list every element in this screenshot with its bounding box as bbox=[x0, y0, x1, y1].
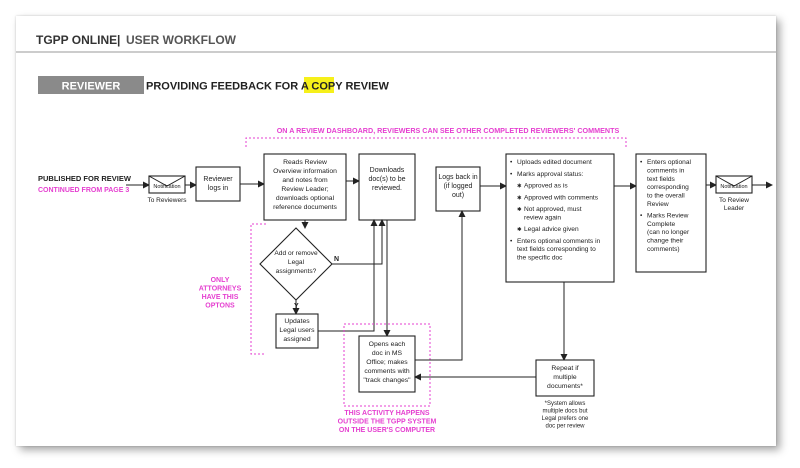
approval-item-line: review again bbox=[524, 214, 561, 221]
final-item-line: change their bbox=[647, 238, 684, 245]
arrow-decision-no bbox=[332, 219, 386, 265]
approval-bullet: ✱ bbox=[517, 226, 522, 233]
approval-item-line: Not approved, must bbox=[524, 206, 582, 213]
step-logs-in bbox=[195, 166, 241, 202]
final-item-line: text fields bbox=[647, 176, 676, 183]
approval-bullet: • bbox=[510, 238, 513, 245]
step-updates-legal bbox=[275, 313, 319, 349]
final-item-line: Review bbox=[647, 201, 669, 208]
envelope-in-flap bbox=[148, 175, 186, 187]
banner-title: PROVIDING FEEDBACK FOR A COPY REVIEW bbox=[146, 81, 389, 93]
header-app: TGPP ONLINE bbox=[36, 33, 117, 47]
final-item-line: Marks Review bbox=[647, 212, 689, 219]
notification-in-caption: To Reviewers bbox=[147, 197, 187, 204]
banner-title-post: REVIEW bbox=[342, 81, 389, 93]
banner-title-highlight: COPY bbox=[311, 81, 343, 93]
start-label: PUBLISHED FOR REVIEW bbox=[38, 174, 132, 183]
continued-note: CONTINUED FROM PAGE 3 bbox=[38, 187, 129, 194]
approval-bullet: ✱ bbox=[517, 194, 522, 201]
copy-highlight bbox=[304, 77, 334, 93]
approval-bullet: • bbox=[510, 171, 513, 178]
final-item-line: (can no longer bbox=[647, 229, 690, 236]
arrow-updates-downloads bbox=[318, 219, 378, 332]
arrow-opens-logsback bbox=[415, 210, 466, 361]
final-item-line: Complete bbox=[647, 221, 676, 228]
approval-item-line: Approved as is bbox=[524, 183, 568, 190]
approval-item-line: Marks approval status: bbox=[517, 171, 583, 178]
header-separator: | bbox=[117, 33, 120, 47]
workflow-sheet: TGPP ONLINE | USER WORKFLOW REVIEWER PRO… bbox=[16, 16, 776, 446]
dashboard-note: ON A REVIEW DASHBOARD, REVIEWERS CAN SEE… bbox=[277, 126, 620, 135]
approval-item-line: the specific doc bbox=[517, 254, 563, 261]
notification-out-label: Notification bbox=[720, 184, 747, 190]
final-bullet: • bbox=[640, 212, 643, 219]
banner-title-pre: PROVIDING FEEDBACK FOR A bbox=[146, 81, 311, 93]
step-opens-doc bbox=[358, 335, 416, 393]
final-item-line: to the overall bbox=[647, 193, 685, 200]
approval-item-line: Uploads edited document bbox=[517, 159, 592, 166]
header-section: USER WORKFLOW bbox=[126, 33, 237, 47]
step-final bbox=[635, 153, 707, 273]
final-item-line: comments) bbox=[647, 246, 680, 253]
role-badge bbox=[38, 76, 144, 94]
step-logs-back-in bbox=[435, 166, 481, 212]
final-item-line: Enters optional bbox=[647, 159, 692, 166]
role-label: REVIEWER bbox=[62, 81, 121, 93]
approval-bullet: ✱ bbox=[517, 183, 522, 190]
step-approval bbox=[505, 153, 615, 283]
approval-bullet: ✱ bbox=[517, 206, 522, 213]
attorney-bracket bbox=[250, 223, 266, 355]
workflow-diagram: TGPP ONLINE | USER WORKFLOW REVIEWER PRO… bbox=[16, 33, 776, 434]
final-item-line: corresponding bbox=[647, 184, 689, 191]
envelope-out-flap bbox=[715, 175, 753, 187]
final-bullet: • bbox=[640, 159, 643, 166]
notification-in-label: Notification bbox=[153, 184, 180, 190]
dashboard-bracket bbox=[245, 137, 627, 147]
decision-no-label: N bbox=[334, 256, 339, 263]
final-item-line: comments in bbox=[647, 167, 685, 174]
approval-item-line: Enters optional comments in bbox=[517, 238, 601, 245]
step-downloads bbox=[358, 153, 416, 221]
approval-list: • Uploads edited document • Marks approval … bbox=[510, 159, 601, 261]
step-reads-review bbox=[263, 153, 347, 221]
step-repeat bbox=[535, 359, 595, 397]
approval-item-line: Legal advice given bbox=[524, 226, 579, 233]
approval-bullet: • bbox=[510, 159, 513, 166]
approval-item-line: Approved with comments bbox=[524, 194, 599, 201]
approval-item-line: text fields corresponding to bbox=[517, 246, 596, 253]
